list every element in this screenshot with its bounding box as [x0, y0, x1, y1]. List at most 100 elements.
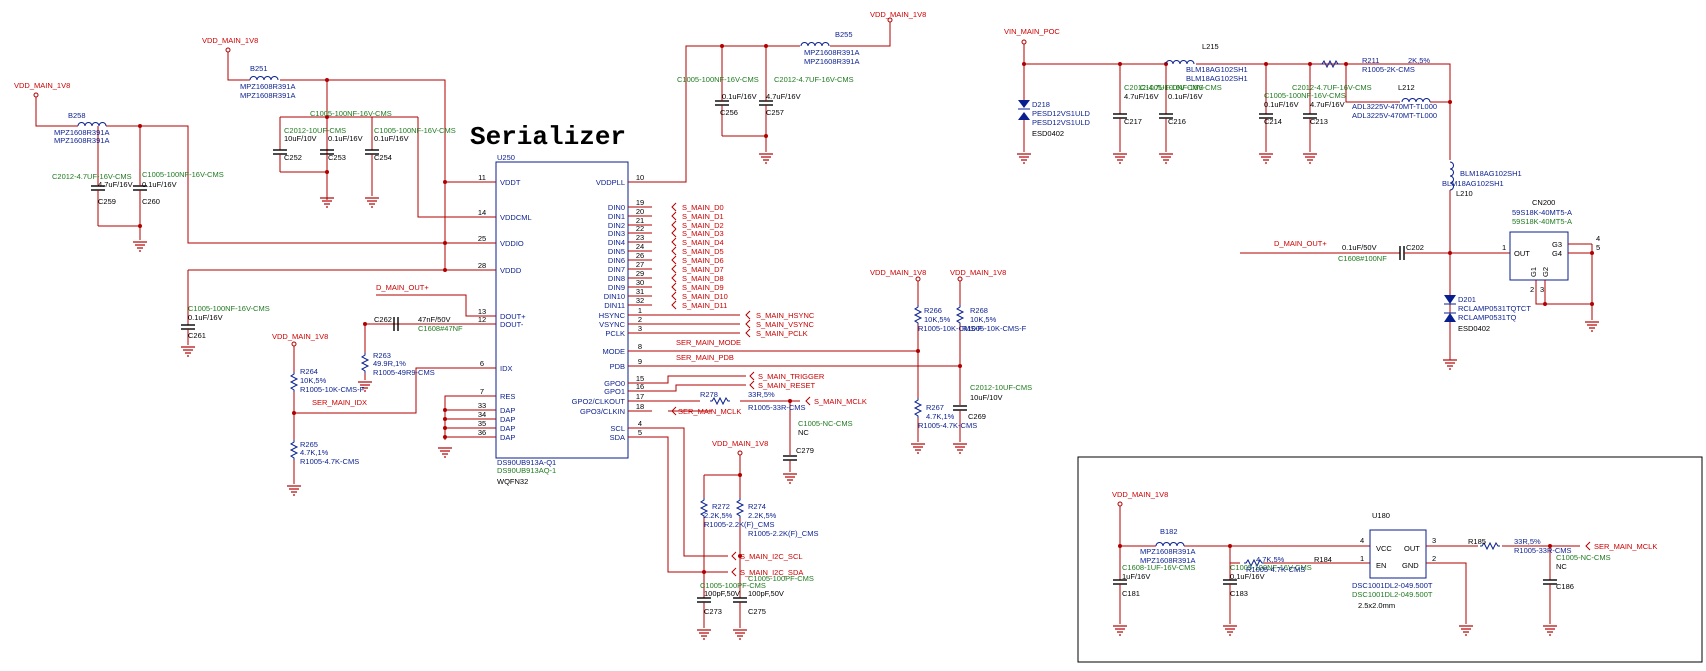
- u180-p2: DSC1001DL2-049.500T: [1352, 590, 1433, 599]
- net-dout-plus: D_MAIN_OUT+: [376, 283, 429, 292]
- u180-ref: U180: [1372, 511, 1390, 520]
- b182-p1: MPZ1608R391A: [1140, 547, 1195, 556]
- r185-ref: R185: [1468, 537, 1486, 546]
- c202-ref: C202: [1406, 243, 1424, 252]
- din-net-label: S_MAIN_D0: [682, 203, 724, 212]
- c214-p1: C1005-100NF-16V-CMS: [1264, 91, 1346, 100]
- net-hsync: S_MAIN_HSYNC: [756, 311, 815, 320]
- c186-p2: NC: [1556, 562, 1567, 571]
- c254-ref: C254: [374, 153, 392, 162]
- b258-p2: MPZ1608R391A: [54, 136, 109, 145]
- l210-p1: BLM18AG102SH1: [1460, 169, 1522, 178]
- c253-ref: C253: [328, 153, 346, 162]
- u250-pin-number: 30: [636, 278, 644, 287]
- c217-p2: 4.7uF/16V: [1124, 92, 1159, 101]
- u180-pin1: 1: [1360, 554, 1364, 563]
- net-pdb: SER_MAIN_PDB: [676, 353, 734, 362]
- r185-p2: R1005-33R-CMS: [1514, 546, 1572, 555]
- din-arrow: [671, 202, 677, 212]
- u250-pin-number: 29: [636, 269, 644, 278]
- cn200-p1: 59S18K-40MT5-A: [1512, 208, 1572, 217]
- l210-ref: L210: [1456, 189, 1473, 198]
- u250-pin-name: DIN7: [608, 265, 625, 274]
- c269-p1: C2012-10UF-CMS: [970, 383, 1032, 392]
- u250-pin-name: VDDCML: [500, 213, 532, 222]
- r272-ref: R272: [712, 502, 730, 511]
- poc-filter-wires: [1016, 39, 1510, 370]
- l215-ref: L215: [1202, 42, 1219, 51]
- vdd-main-1v8-i2c: VDD_MAIN_1V8: [712, 439, 768, 448]
- u250-pin-name: DIN6: [608, 256, 625, 265]
- u250-pin-name: DIN10: [604, 292, 625, 301]
- u250-pin-name: DIN0: [608, 203, 625, 212]
- u180-out: OUT: [1404, 544, 1420, 553]
- c216-p1: C1005-100NF-16V-CMS: [1140, 83, 1222, 92]
- u250-pin-name: VDDIO: [500, 239, 524, 248]
- u250-pin-number: 32: [636, 296, 644, 305]
- net-pclk: S_MAIN_PCLK: [756, 329, 808, 338]
- u250-ref: U250: [497, 153, 515, 162]
- u250-part1: DS90UB913A-Q1: [497, 458, 556, 467]
- u250-pin-number: 33: [478, 401, 486, 410]
- u250-pin-number: 13: [478, 307, 486, 316]
- c279-p1: C1005-NC-CMS: [798, 419, 853, 428]
- c256-p1: C1005-100NF-16V-CMS: [677, 75, 759, 84]
- u250-pin-number: 35: [478, 419, 486, 428]
- c262-p1: 47nF/50V: [418, 315, 451, 324]
- u250-pin-number: 24: [636, 242, 644, 251]
- u250-pin-number: 3: [638, 324, 642, 333]
- oscillator-wires: [1112, 501, 1580, 636]
- r263-p1: 49.9R,1%: [373, 359, 406, 368]
- vdd-main-1v8-left: VDD_MAIN_1V8: [14, 81, 70, 90]
- u250-pin-name: DIN5: [608, 247, 625, 256]
- u250-pin-number: 26: [636, 251, 644, 260]
- c202-p2: C1608#100NF: [1338, 254, 1387, 263]
- c279-p2: NC: [798, 428, 809, 437]
- vdd-main-1v8-b251: VDD_MAIN_1V8: [202, 36, 258, 45]
- c269-ref: C269: [968, 412, 986, 421]
- din-arrow: [671, 273, 677, 283]
- r264-supply: VDD_MAIN_1V8: [272, 332, 328, 341]
- c260-ref: C260: [142, 197, 160, 206]
- u180-vcc: VCC: [1376, 544, 1392, 553]
- din-net-label: S_MAIN_D11: [682, 301, 727, 310]
- net-ser-main-idx: SER_MAIN_IDX: [312, 398, 367, 407]
- cn200-p2: 59S18K-40MT5-A: [1512, 217, 1572, 226]
- l212-p1: ADL3225V-470MT-TL000: [1352, 102, 1437, 111]
- r268-p2: R1005-10K-CMS-F: [962, 324, 1027, 333]
- r272-p2: R1005-2.2K(F)_CMS: [704, 520, 774, 529]
- r274-p2: R1005-2.2K(F)_CMS: [748, 529, 818, 538]
- u180-gnd: GND: [1402, 561, 1419, 570]
- b255-ref: B255: [835, 30, 853, 39]
- u250-pin-name: SDA: [610, 433, 625, 442]
- u250-pin-name: RES: [500, 392, 515, 401]
- din-net-label: S_MAIN_D5: [682, 247, 724, 256]
- d218-p2: PESD12VS1ULD: [1032, 118, 1091, 127]
- b182-p2: MPZ1608R391A: [1140, 556, 1195, 565]
- din-net-label: S_MAIN_D8: [682, 274, 724, 283]
- c260-p1: C1005-100NF-16V-CMS: [142, 170, 224, 179]
- c273-p1: C1005-100PF-CMS: [700, 581, 766, 590]
- u250-pin-number: 5: [638, 428, 642, 437]
- c216-p2: 0.1uF/16V: [1168, 92, 1203, 101]
- din-arrow: [671, 237, 677, 247]
- u250-pin-number: 31: [636, 287, 644, 296]
- c269-p2: 10uF/10V: [970, 393, 1003, 402]
- vdd-main-1v8-osc: VDD_MAIN_1V8: [1112, 490, 1168, 499]
- r263-p2: R1005-49R9-CMS: [373, 368, 435, 377]
- b251-p1: MPZ1608R391A: [240, 82, 295, 91]
- c217-p1: C2012-4.7UF-16V-CMS: [1124, 83, 1204, 92]
- u250-pin-name: VDDD: [500, 266, 522, 275]
- u250-pin-number: 14: [478, 208, 486, 217]
- u250-pin-name: DOUT+: [500, 312, 526, 321]
- u250-pin-number: 19: [636, 198, 644, 207]
- l212-ref: L212: [1398, 83, 1415, 92]
- c261-p1: C1005-100NF-16V-CMS: [188, 304, 270, 313]
- r267-p1: 4.7K,1%: [926, 412, 955, 421]
- l215-p1: BLM18AG102SH1: [1186, 65, 1248, 74]
- din-net-label: S_MAIN_D4: [682, 238, 724, 247]
- din-arrow: [671, 255, 677, 265]
- din-arrow: [671, 282, 677, 292]
